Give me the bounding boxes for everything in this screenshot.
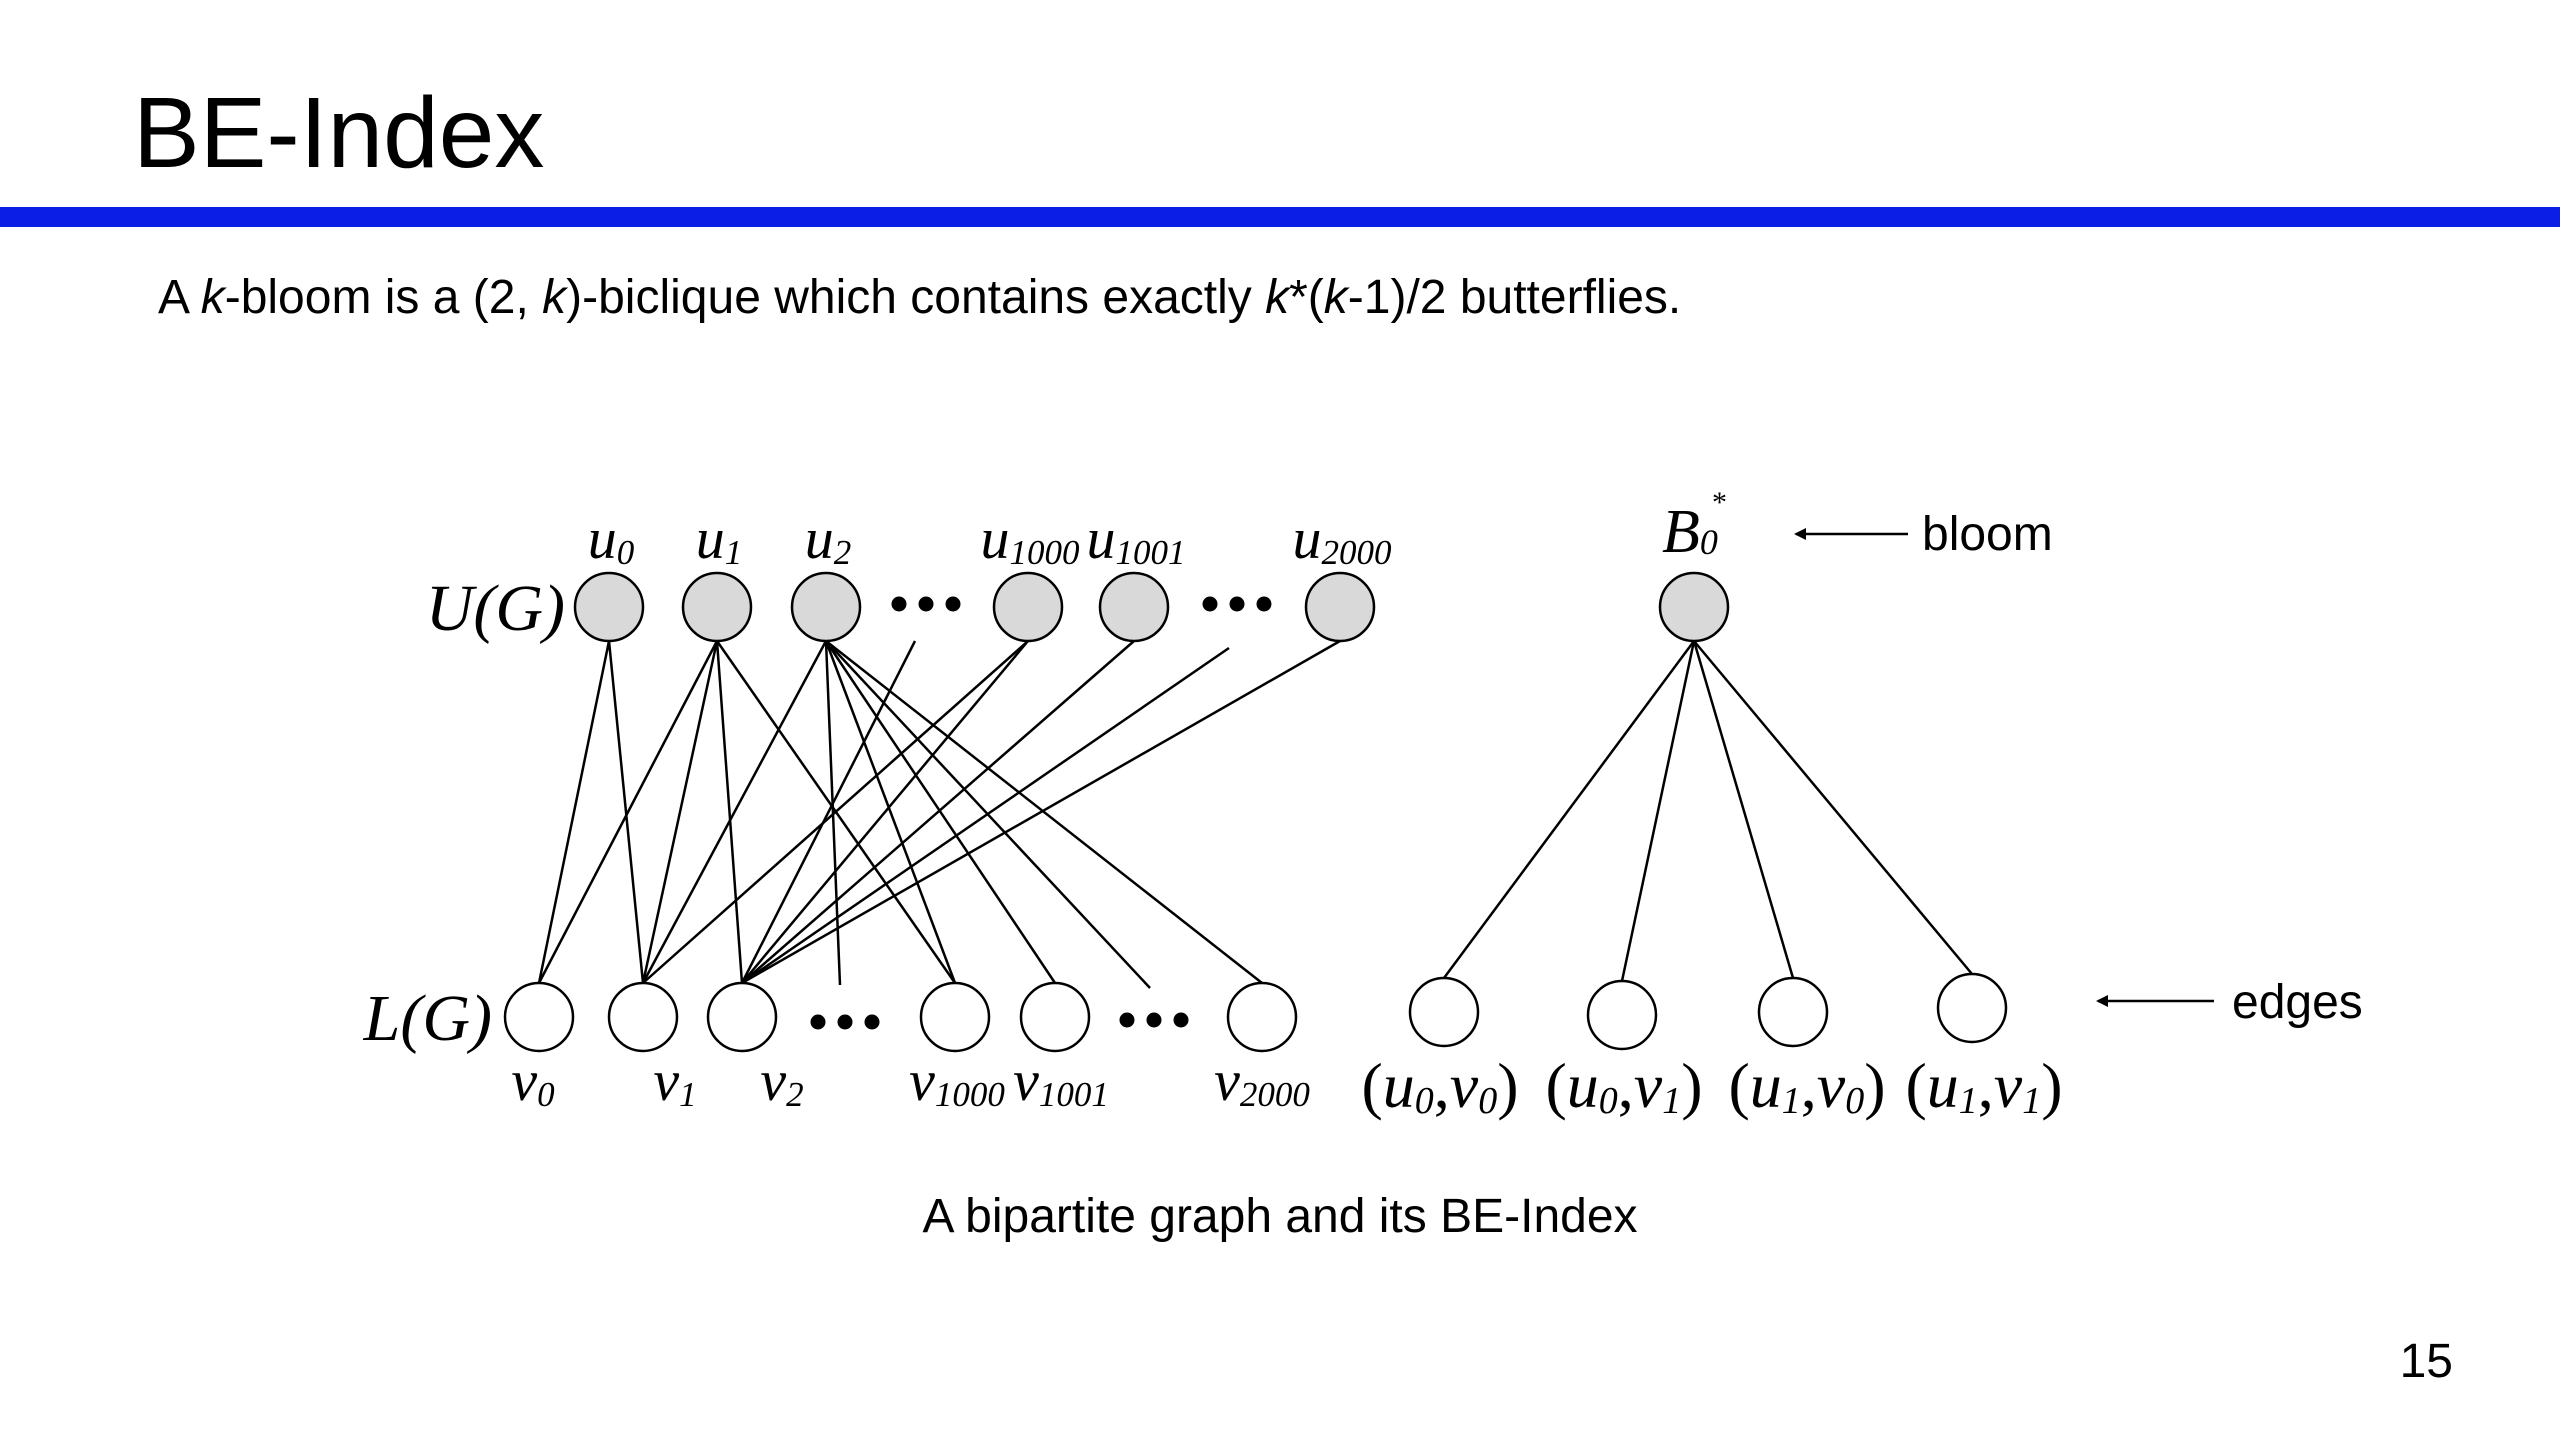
ellipsis-lower (1173, 1012, 1189, 1028)
upper-node-label: u0 (588, 506, 635, 572)
lower-node-label: v1 (653, 1048, 696, 1114)
lower-node-v1 (607, 981, 679, 1053)
upper-node-u2000 (1304, 571, 1376, 643)
upper-node-label: u2000 (1293, 506, 1393, 572)
edge-node-label: (u1,v1) (1905, 1050, 2062, 1122)
graph-edge (642, 640, 1029, 984)
graph-edge (825, 640, 1263, 984)
graph-edge (825, 640, 1151, 989)
lower-node-label: v1000 (909, 1048, 1005, 1114)
definition-part: -bloom is a (2, (224, 271, 543, 324)
graph-edge (537, 640, 719, 984)
ellipsis-upper (918, 596, 934, 612)
upper-node-u1001 (1098, 571, 1170, 643)
ellipsis-lower (810, 1014, 826, 1030)
edge-node (1586, 979, 1658, 1051)
ellipsis-lower (864, 1014, 880, 1030)
bloom-edge (1693, 640, 1973, 975)
graph-edge (607, 640, 645, 984)
lower-node-label: v0 (511, 1048, 555, 1114)
ellipsis-upper (1256, 596, 1272, 612)
graph-edge (741, 640, 1029, 984)
bloom-annotation: bloom (1922, 508, 2053, 561)
edge-node (1936, 972, 2008, 1044)
graph-edge (741, 639, 1341, 985)
upper-node-label: u1 (696, 506, 743, 572)
edge-node-label: (u0,v1) (1545, 1050, 1702, 1122)
bloom-edge (1442, 640, 1696, 979)
definition-k: k (200, 271, 225, 324)
bloom-node (1658, 571, 1730, 643)
ellipsis-lower (837, 1014, 853, 1030)
upper-node-u1000 (992, 571, 1064, 643)
ellipsis-upper (891, 596, 907, 612)
page-number: 15 (2399, 1335, 2453, 1388)
definition-k: k (542, 271, 567, 324)
lower-set-label: L(G) (363, 982, 492, 1055)
graph-edge (741, 646, 1230, 985)
definition-k: k (1265, 271, 1290, 324)
definition-text: A k-bloom is a (2, k)-biclique which con… (158, 268, 1681, 328)
graph-edge (824, 640, 842, 986)
edge-node-label: (u1,v0) (1728, 1050, 1885, 1122)
ellipsis-upper (945, 596, 961, 612)
graph-edge (537, 640, 611, 984)
edge-node (1757, 976, 1829, 1048)
lower-node-label: v2 (760, 1048, 803, 1114)
lower-node-label: v2000 (1214, 1048, 1310, 1114)
upper-node-label: u2 (805, 506, 852, 572)
graph-edge (715, 640, 744, 984)
upper-node-u2 (790, 571, 862, 643)
lower-node-v0 (503, 981, 575, 1053)
definition-k: k (1323, 271, 1348, 324)
definition-part: A (158, 271, 201, 324)
bloom-node-label: B0 (1662, 498, 1718, 566)
title-rule (0, 207, 2560, 227)
definition-part: )-biclique which contains exactly (566, 271, 1266, 324)
upper-node-label: u1001 (1087, 506, 1186, 572)
definition-part: *( (1289, 271, 1324, 324)
ellipsis-lower (1119, 1012, 1135, 1028)
lower-node-label: v1001 (1013, 1048, 1109, 1114)
lower-node-v2000 (1226, 981, 1298, 1053)
ellipsis-upper (1202, 596, 1218, 612)
upper-set-label: U(G) (426, 572, 565, 645)
upper-node-u1 (681, 571, 753, 643)
bloom-edge (1692, 640, 1795, 979)
graph-edge (824, 640, 1057, 984)
graph-edge (641, 640, 828, 984)
edge-node (1408, 976, 1480, 1048)
bloom-edge (1620, 640, 1696, 982)
graph-edge (641, 640, 719, 984)
bloom-node-sup: * (1712, 486, 1727, 519)
graph-edge (741, 640, 1135, 984)
graph-edge (740, 640, 917, 984)
definition-part: -1)/2 butterflies. (1347, 271, 1682, 324)
graph-edge (824, 640, 957, 984)
lower-node-v2 (706, 981, 778, 1053)
edges-annotation: edges (2232, 976, 2363, 1029)
lower-node-v1001 (1019, 981, 1091, 1053)
upper-node-u0 (573, 571, 645, 643)
ellipsis-lower (1146, 1012, 1162, 1028)
lower-node-v1000 (919, 981, 991, 1053)
slide-title: BE-Index (133, 77, 545, 189)
figure-caption: A bipartite graph and its BE-Index (922, 1190, 1638, 1243)
edge-node-label: (u0,v0) (1361, 1050, 1518, 1122)
upper-node-label: u1000 (981, 506, 1081, 572)
ellipsis-upper (1229, 596, 1245, 612)
